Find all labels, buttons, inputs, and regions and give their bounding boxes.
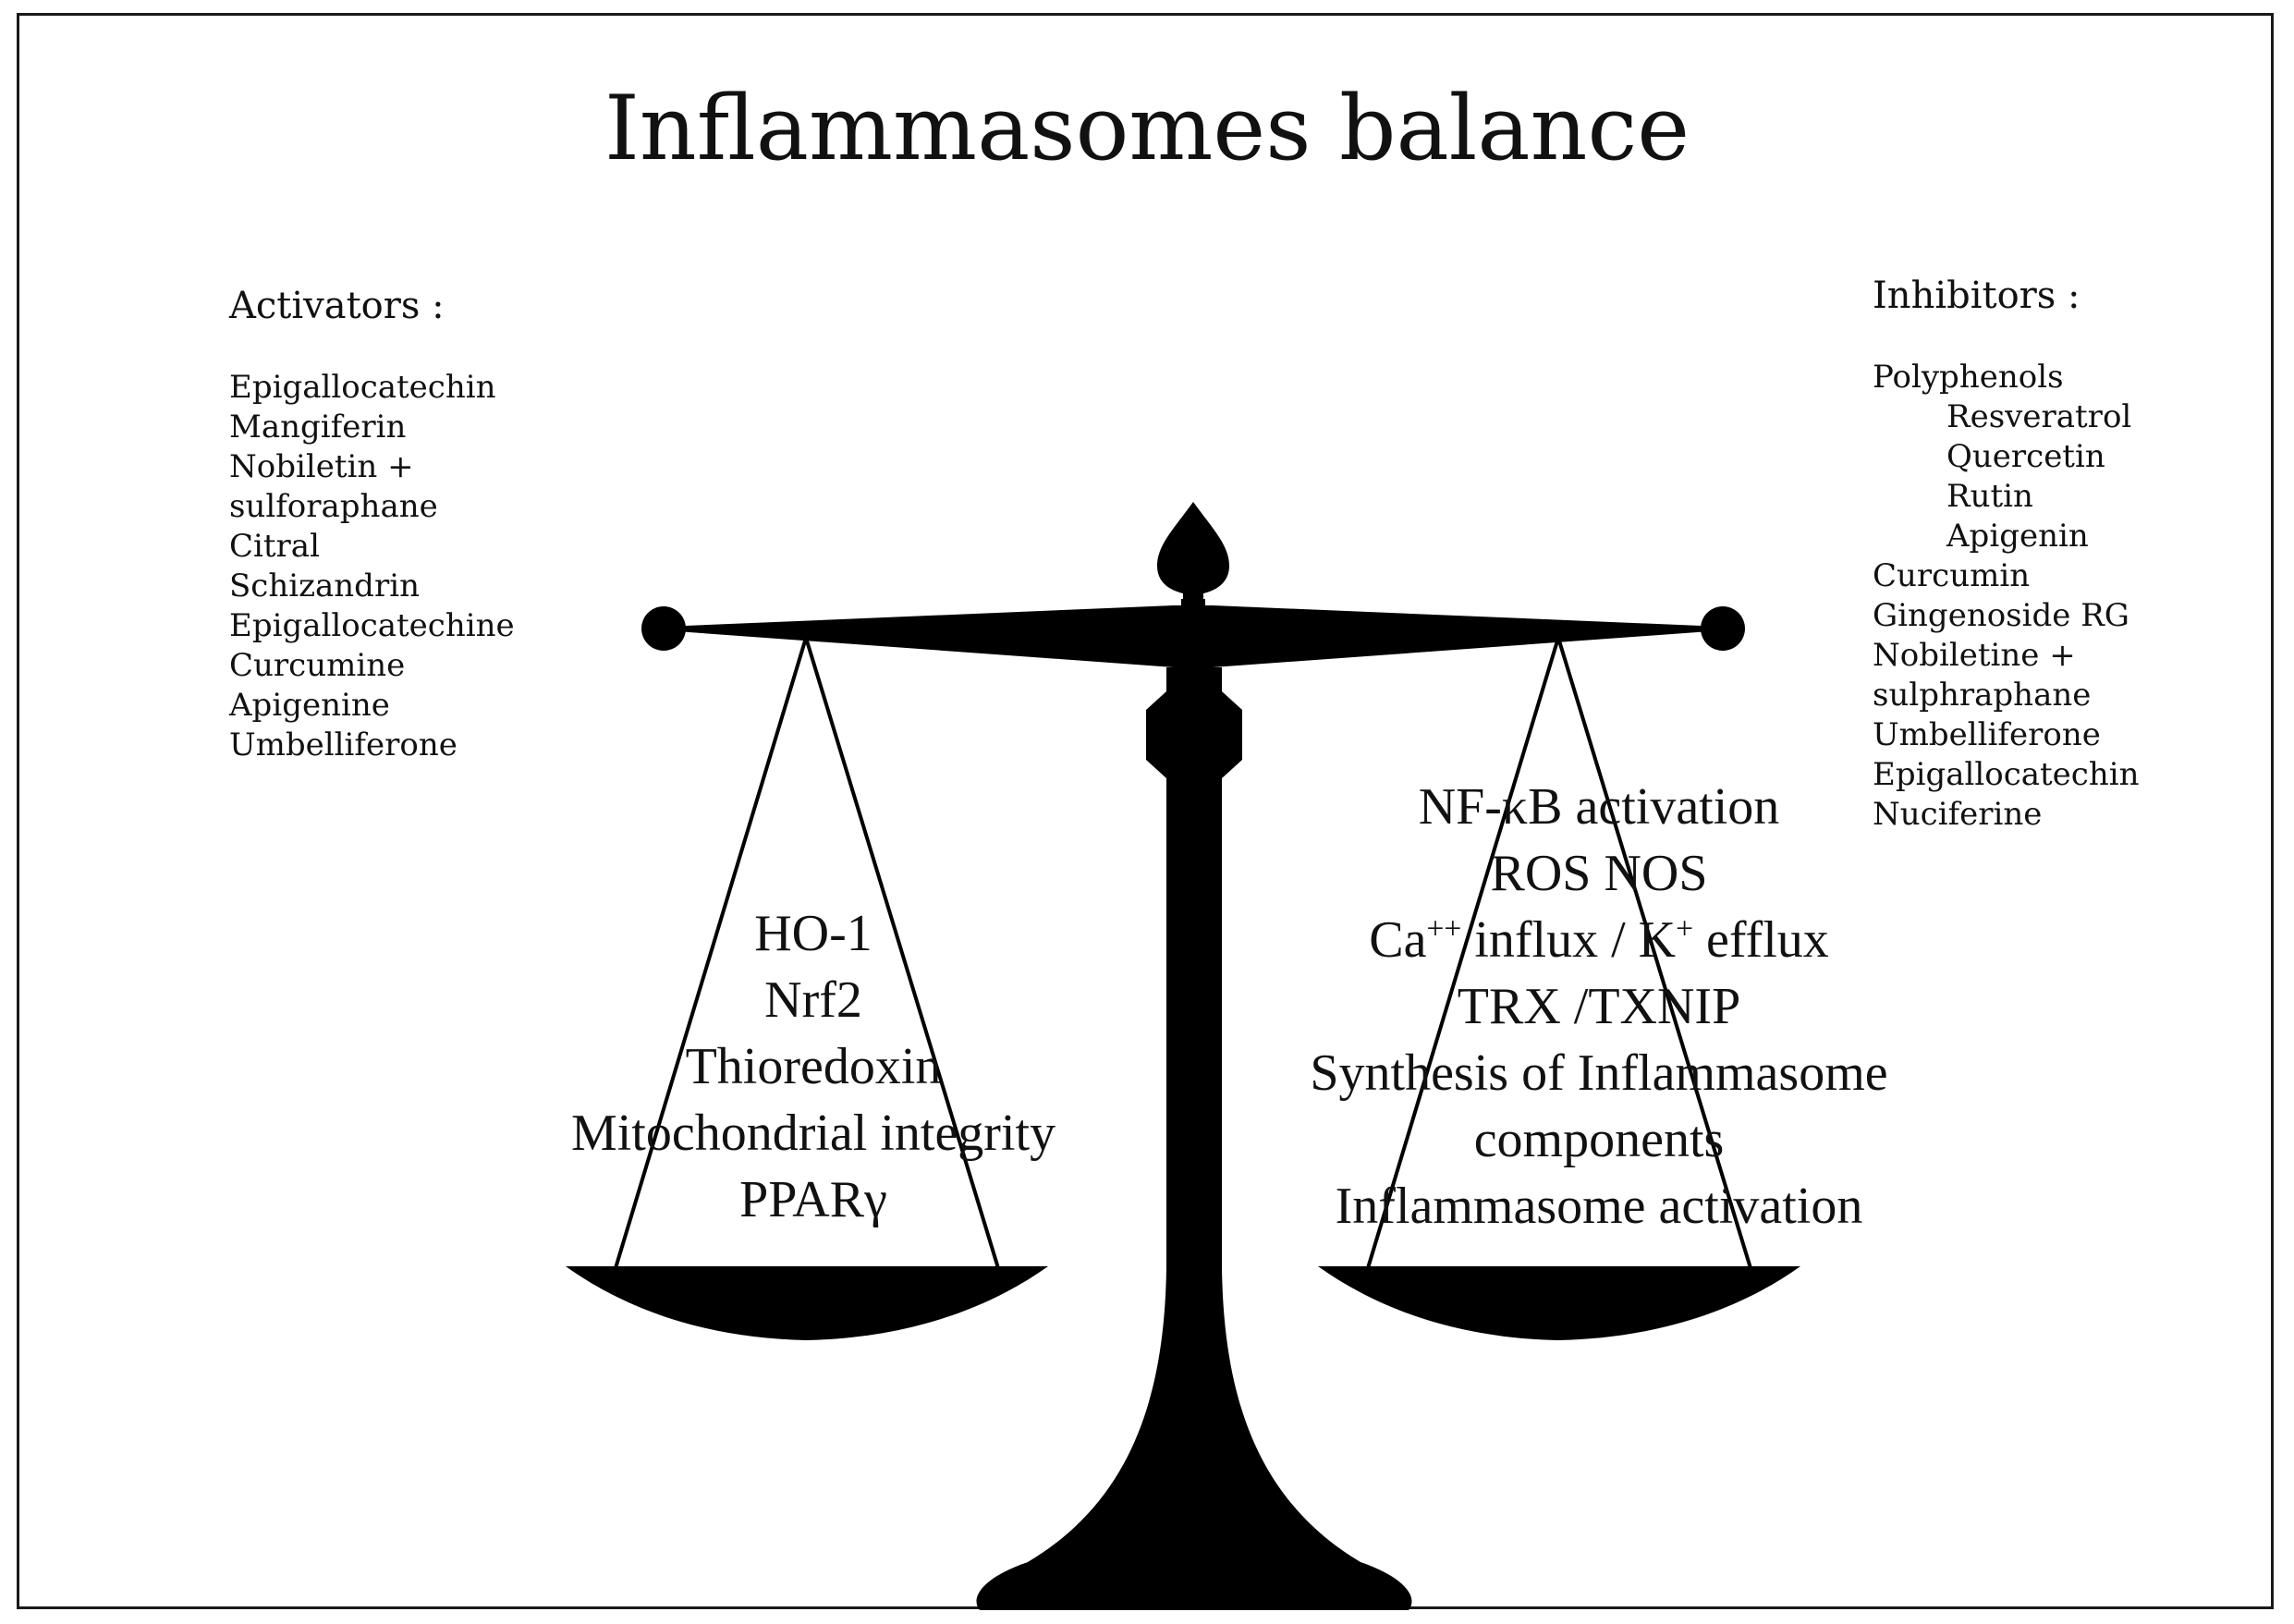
left-pan-line: Thioredoxin (685, 1038, 942, 1095)
influx-potassium-label: influx / K (1461, 911, 1677, 969)
scale-hub (1146, 667, 1242, 778)
right-pan-line-ion-flux: Ca++ influx / K+ efflux (1165, 907, 2033, 973)
inhibitor-item: Polyphenols (1873, 359, 2064, 396)
calcium-charge: ++ (1426, 911, 1462, 946)
inhibitor-subitem: Rutin (1946, 478, 2033, 515)
inhibitor-item: Umbelliferone (1873, 716, 2101, 753)
right-string-a (1366, 637, 1560, 1269)
activator-item: Curcumine (229, 647, 406, 684)
activator-item: Umbelliferone (229, 727, 458, 763)
activator-item: Epigallocatechin (229, 369, 496, 406)
efflux-label: efflux (1693, 911, 1829, 969)
right-pan-line: TRX /TXNIP (1457, 978, 1741, 1035)
right-pan-line: components (1473, 1111, 1725, 1168)
activator-item: Mangiferin (229, 409, 407, 446)
inhibitor-item: Epigallocatechin (1873, 756, 2140, 793)
activator-item: Schizandrin (229, 568, 420, 604)
right-string-b (1556, 637, 1752, 1269)
activator-item: sulforaphane (229, 488, 438, 525)
inhibitor-item: Gingenoside RG (1873, 597, 2129, 634)
left-pan (566, 1266, 1048, 1340)
left-pan-line: PPARγ (739, 1171, 887, 1228)
scale-base (976, 1268, 1412, 1610)
scale-finial (1157, 502, 1229, 603)
inhibitors-heading: Inhibitors : (1873, 275, 2080, 317)
activator-item: Citral (229, 528, 320, 565)
scale-beam (664, 605, 1723, 667)
left-pan-line: Nrf2 (764, 971, 862, 1029)
inhibitor-subitem: Quercetin (1946, 438, 2105, 475)
activator-item: Apigenine (229, 687, 390, 724)
left-pan-line: Mitochondrial integrity (570, 1105, 1056, 1162)
right-pan-line: ROS NOS (1490, 845, 1708, 902)
inhibitor-item: sulphraphane (1873, 677, 2092, 714)
left-string-a (614, 637, 808, 1269)
inhibitor-item: Nobiletine + (1873, 637, 2076, 674)
right-pan-line: NF-κB activation (1418, 778, 1780, 836)
activator-item: Epigallocatechine (229, 607, 515, 644)
calcium-label: Ca (1369, 911, 1427, 969)
inhibitor-item: Curcumin (1873, 557, 2031, 594)
diagram-title: Inflammasomes balance (604, 77, 1690, 180)
activators-list: Activators : Epigallocatechin Mangiferin… (229, 284, 515, 765)
activators-heading: Activators : (229, 285, 445, 327)
right-pan-line: Inflammasome activation (1335, 1178, 1863, 1235)
left-pan-line: HO-1 (754, 905, 872, 962)
inhibitors-list: Inhibitors : Polyphenols Resveratrol Que… (1873, 274, 2140, 835)
potassium-charge: + (1676, 911, 1694, 946)
left-pan-factors: HO-1 Nrf2 Thioredoxin Mitochondrial inte… (444, 900, 1183, 1233)
right-pan-line: Synthesis of Inflammasome (1310, 1044, 1888, 1102)
beam-right-knob (1701, 606, 1745, 651)
right-pan (1318, 1266, 1800, 1340)
inhibitor-item: Nuciferine (1873, 796, 2043, 833)
right-pan-factors: NF-κB activation ROS NOS Ca++ influx / K… (1165, 774, 2033, 1239)
beam-left-knob (641, 606, 686, 651)
inhibitor-subitem: Resveratrol (1946, 398, 2132, 435)
activator-item: Nobiletin + (229, 448, 414, 485)
left-string-b (804, 637, 1000, 1269)
inhibitor-subitem: Apigenin (1946, 518, 2089, 555)
scale-post (1166, 778, 1222, 1268)
